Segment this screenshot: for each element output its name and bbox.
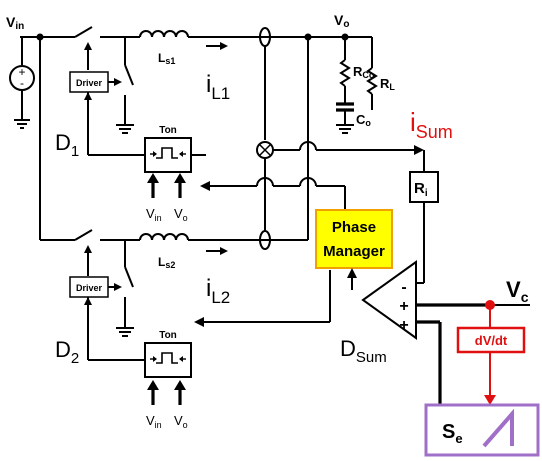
pin-minus: - xyxy=(401,279,406,296)
ls1-label: Ls1 xyxy=(158,51,175,66)
dvdt-label: dV/dt xyxy=(475,333,508,348)
ton-1-label: Ton xyxy=(159,125,177,136)
rco-label: RCo xyxy=(353,64,375,80)
ri-block xyxy=(409,150,439,284)
vin-source: + - xyxy=(9,37,35,129)
se-label: Se xyxy=(442,421,463,446)
ton-1-vo-label: Vo xyxy=(174,206,188,223)
top-rail xyxy=(20,26,372,50)
vo-label: Vo xyxy=(334,12,349,30)
labels: Vin Vo RCo RL Co Ls1 Ls2 iL1 iL2 iSum D1… xyxy=(6,12,529,367)
ton-block-1: Ton Vin Vo xyxy=(144,125,206,223)
dsum-label: DSum xyxy=(340,336,387,366)
driver-1-label: Driver xyxy=(76,78,103,88)
ton-1-vin-label: Vin xyxy=(146,206,162,223)
svg-text:+: + xyxy=(18,65,25,79)
svg-text:-: - xyxy=(20,76,24,90)
driver-2: Driver xyxy=(69,245,145,361)
driver-2-label: Driver xyxy=(76,283,103,293)
phase-manager-line-2: Manager xyxy=(323,243,385,260)
pin-plus-2: + xyxy=(399,317,408,334)
ls2-label: Ls2 xyxy=(158,255,175,270)
slope-compensation: dV/dt Se xyxy=(424,300,540,457)
pin-plus-1: + xyxy=(399,298,408,315)
ton-block-2: Ton Vin Vo xyxy=(144,330,192,430)
output-load xyxy=(336,37,378,134)
d2-label: D2 xyxy=(55,337,79,367)
ton-2-vo-label: Vo xyxy=(174,413,188,430)
low-side-switch-2 xyxy=(116,240,134,337)
low-side-switch-1 xyxy=(116,37,134,134)
phase-manager-line-1: Phase xyxy=(332,219,376,236)
current-sense xyxy=(256,27,424,250)
ton-2-vin-label: Vin xyxy=(146,413,162,430)
driver-1: Driver xyxy=(69,42,145,156)
vc-label: Vc xyxy=(506,277,529,305)
rl-label: RL xyxy=(380,76,395,92)
phase-manager: Phase Manager xyxy=(315,209,393,290)
d1-label: D1 xyxy=(55,130,79,160)
il2-label: iL2 xyxy=(206,275,230,307)
isum-label: iSum xyxy=(410,107,453,142)
vin-label: Vin xyxy=(6,14,24,32)
ton-2-label: Ton xyxy=(159,330,177,341)
second-rail xyxy=(39,37,309,255)
feedback-wires xyxy=(194,177,346,327)
co-label: Co xyxy=(356,112,371,128)
il1-label: iL1 xyxy=(206,71,230,103)
ri-label: Ri xyxy=(414,180,428,199)
